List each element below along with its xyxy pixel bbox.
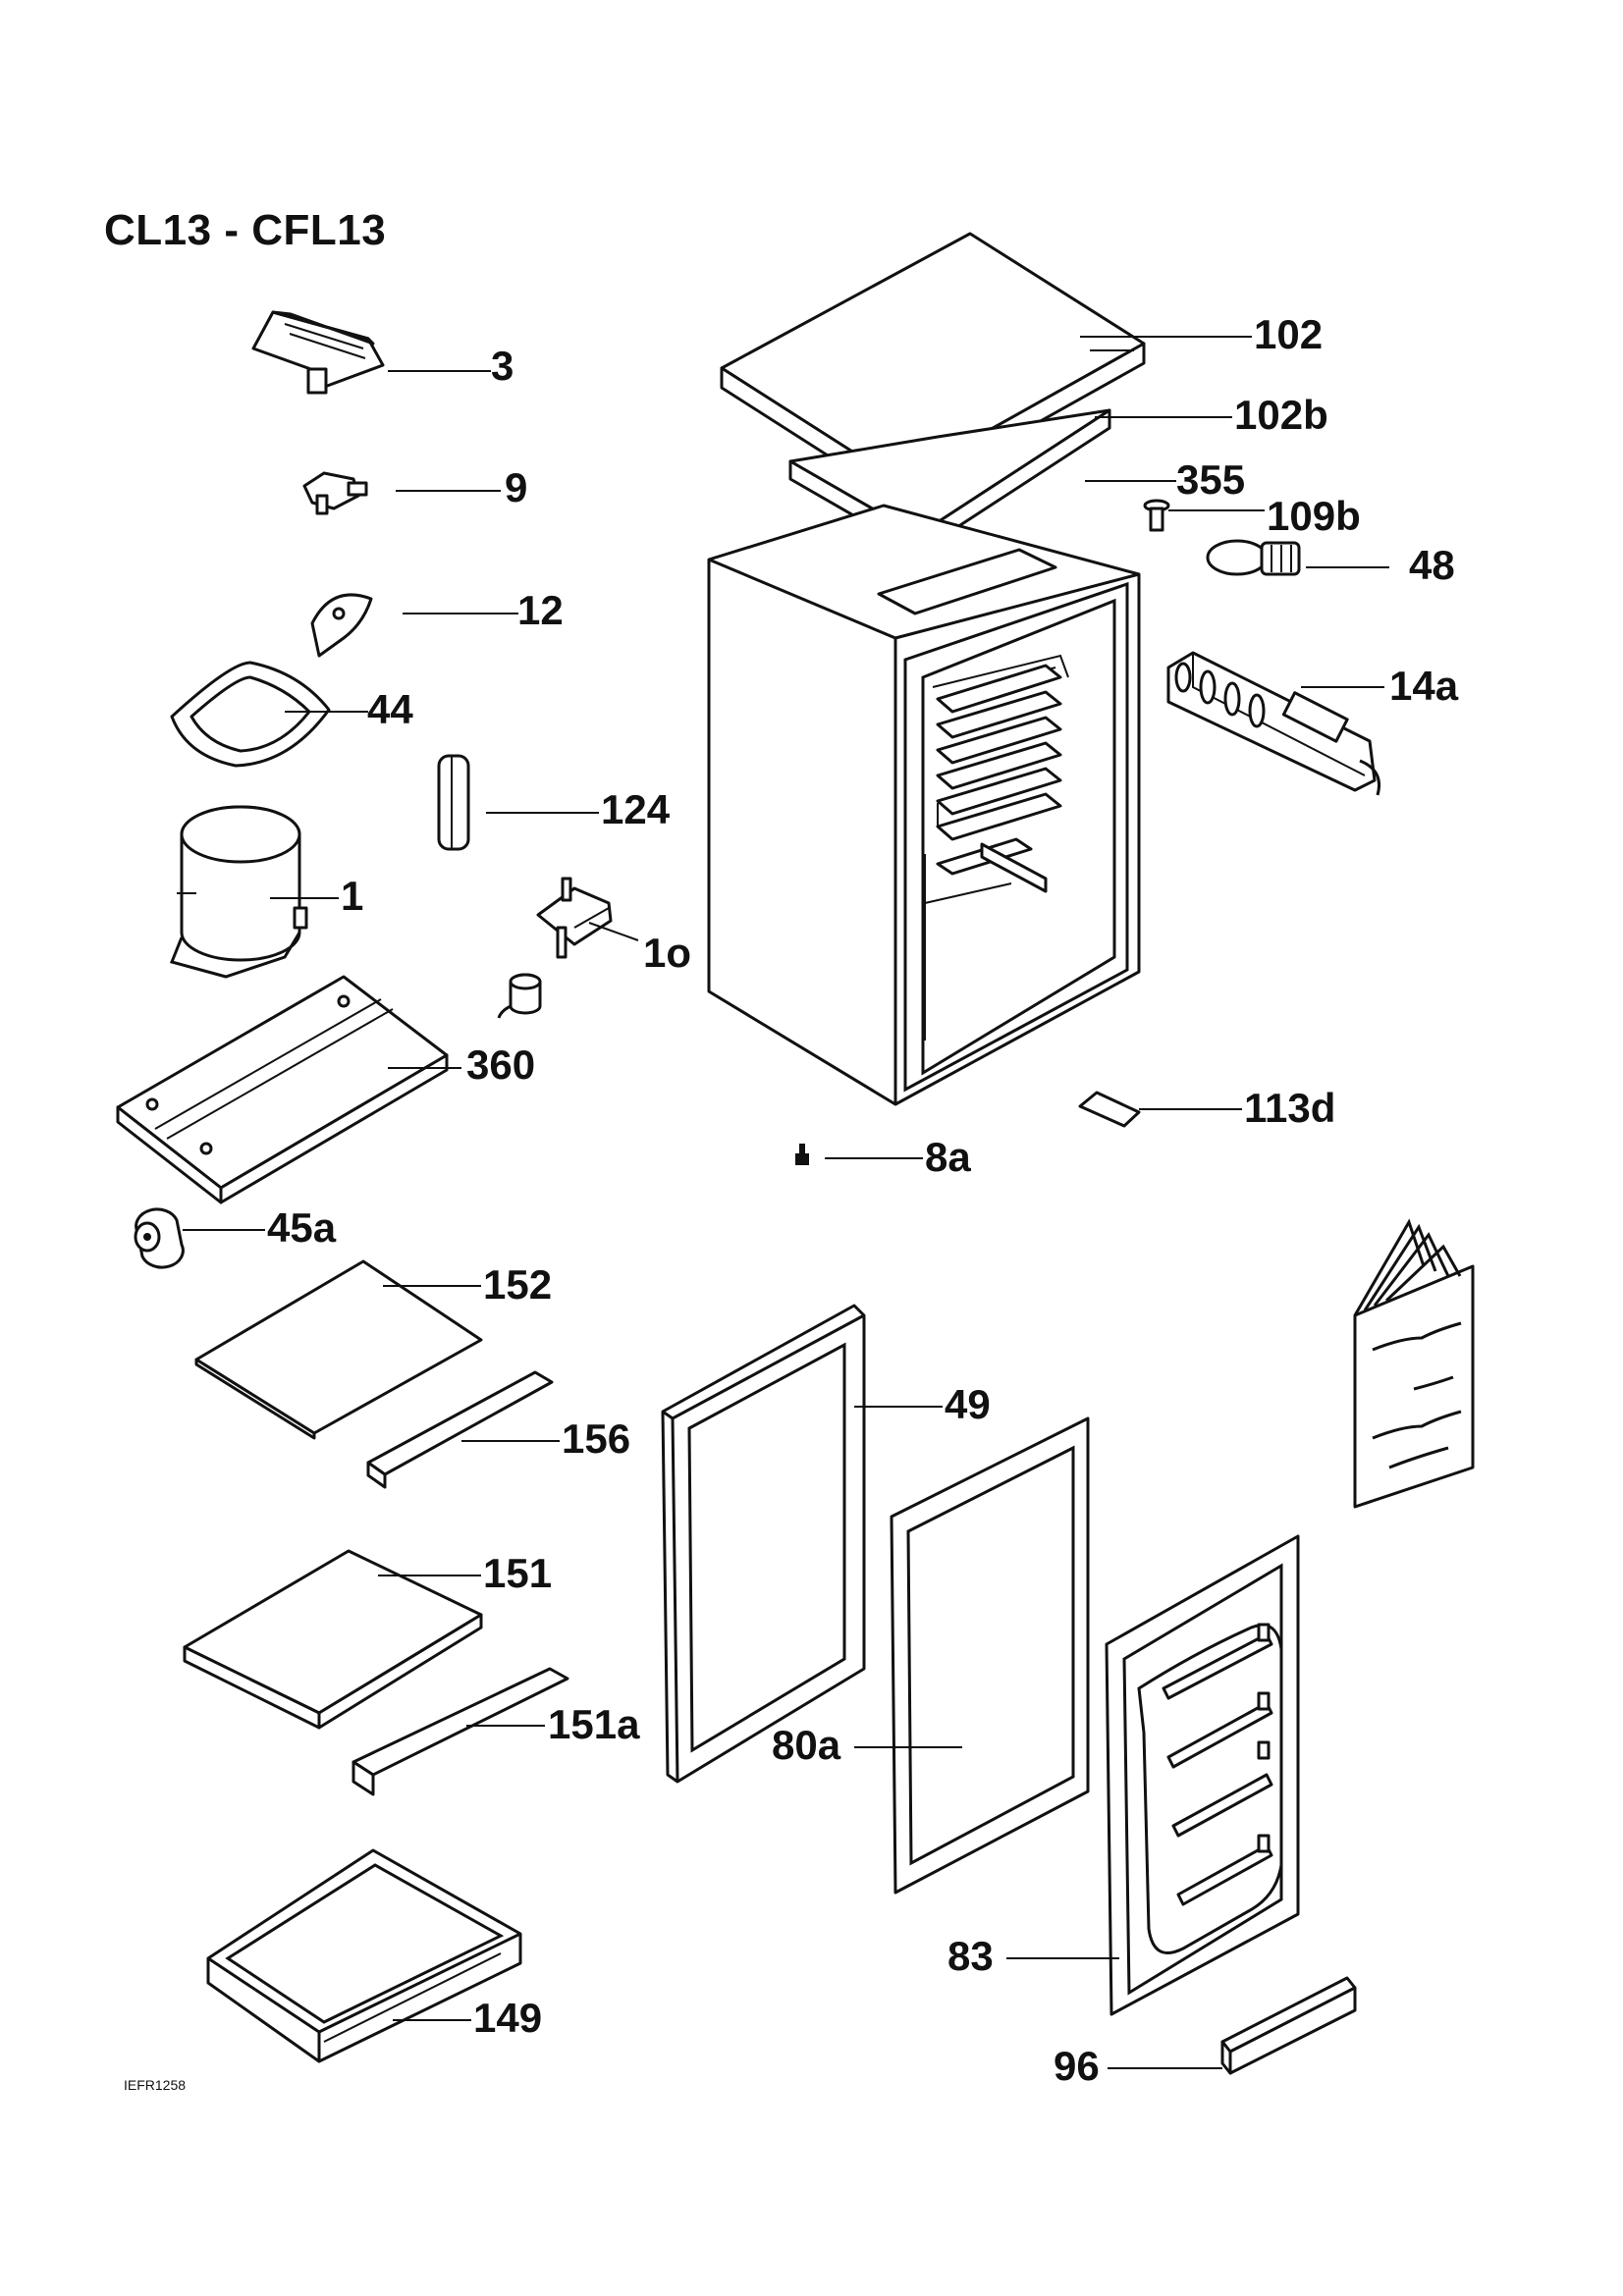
label-part-14a: 14a: [1389, 663, 1459, 709]
part-151-shelf: [183, 1549, 483, 1730]
label-part-102: 102: [1254, 311, 1324, 357]
label-part-96: 96: [1054, 2043, 1100, 2089]
label-part-80a: 80a: [772, 1722, 841, 1768]
part-48-bulb: [1206, 539, 1301, 576]
part-44-ring: [170, 661, 331, 768]
label-part-48: 48: [1409, 542, 1455, 588]
part-1o-relay: [536, 877, 613, 959]
label-part-9: 9: [505, 464, 528, 510]
label-part-1: 1: [341, 873, 364, 919]
part-152-shelf: [194, 1259, 483, 1440]
label-part-156: 156: [562, 1415, 631, 1462]
part-12-knob: [310, 593, 373, 658]
part-3-hinge: [251, 310, 385, 395]
part-coil: [497, 973, 542, 1019]
label-part-151a: 151a: [548, 1701, 640, 1747]
part-124-cylinder: [437, 754, 470, 851]
part-9-clip: [302, 471, 368, 515]
label-part-151: 151: [483, 1550, 553, 1596]
label-part-360: 360: [466, 1041, 536, 1088]
label-part-102b: 102b: [1234, 392, 1328, 438]
user-manual-booklet: [1353, 1218, 1475, 1509]
part-1-compressor: [169, 805, 308, 979]
label-part-12: 12: [517, 587, 564, 633]
part-151a-trim: [352, 1667, 569, 1796]
part-96-bar: [1220, 1976, 1357, 2075]
label-part-124: 124: [601, 786, 671, 832]
label-part-49: 49: [945, 1381, 991, 1427]
part-149-drawer: [206, 1848, 522, 2063]
label-part-83: 83: [947, 1933, 994, 1979]
label-part-45a: 45a: [267, 1204, 337, 1251]
part-cabinet-body: [707, 504, 1141, 1106]
label-part-44: 44: [367, 686, 413, 732]
part-113d-plate: [1078, 1091, 1141, 1128]
leader-lines: [183, 336, 1389, 2069]
label-part-113d: 113d: [1244, 1085, 1336, 1131]
part-14a-lamp-housing: [1166, 651, 1380, 796]
label-part-355: 355: [1176, 456, 1246, 503]
part-45a-foot: [134, 1207, 185, 1269]
label-part-149: 149: [473, 1995, 543, 2041]
label-part-109b: 109b: [1267, 493, 1361, 539]
label-part-1o: 1o: [643, 930, 692, 976]
part-109b-screw: [1143, 499, 1170, 532]
drawing-code: IEFR1258: [124, 2077, 187, 2093]
part-8a-pin: [795, 1144, 809, 1165]
label-part-152: 152: [483, 1261, 553, 1308]
part-83-inner-door: [1105, 1534, 1300, 2016]
diagram-title: CL13 - CFL13: [104, 206, 387, 254]
label-part-8a: 8a: [925, 1134, 971, 1180]
part-49-door-frame: [661, 1304, 866, 1784]
part-360-base-plate: [116, 975, 449, 1204]
label-part-3: 3: [491, 343, 514, 389]
part-156-trim: [366, 1370, 554, 1489]
part-80a-gasket: [890, 1416, 1090, 1895]
